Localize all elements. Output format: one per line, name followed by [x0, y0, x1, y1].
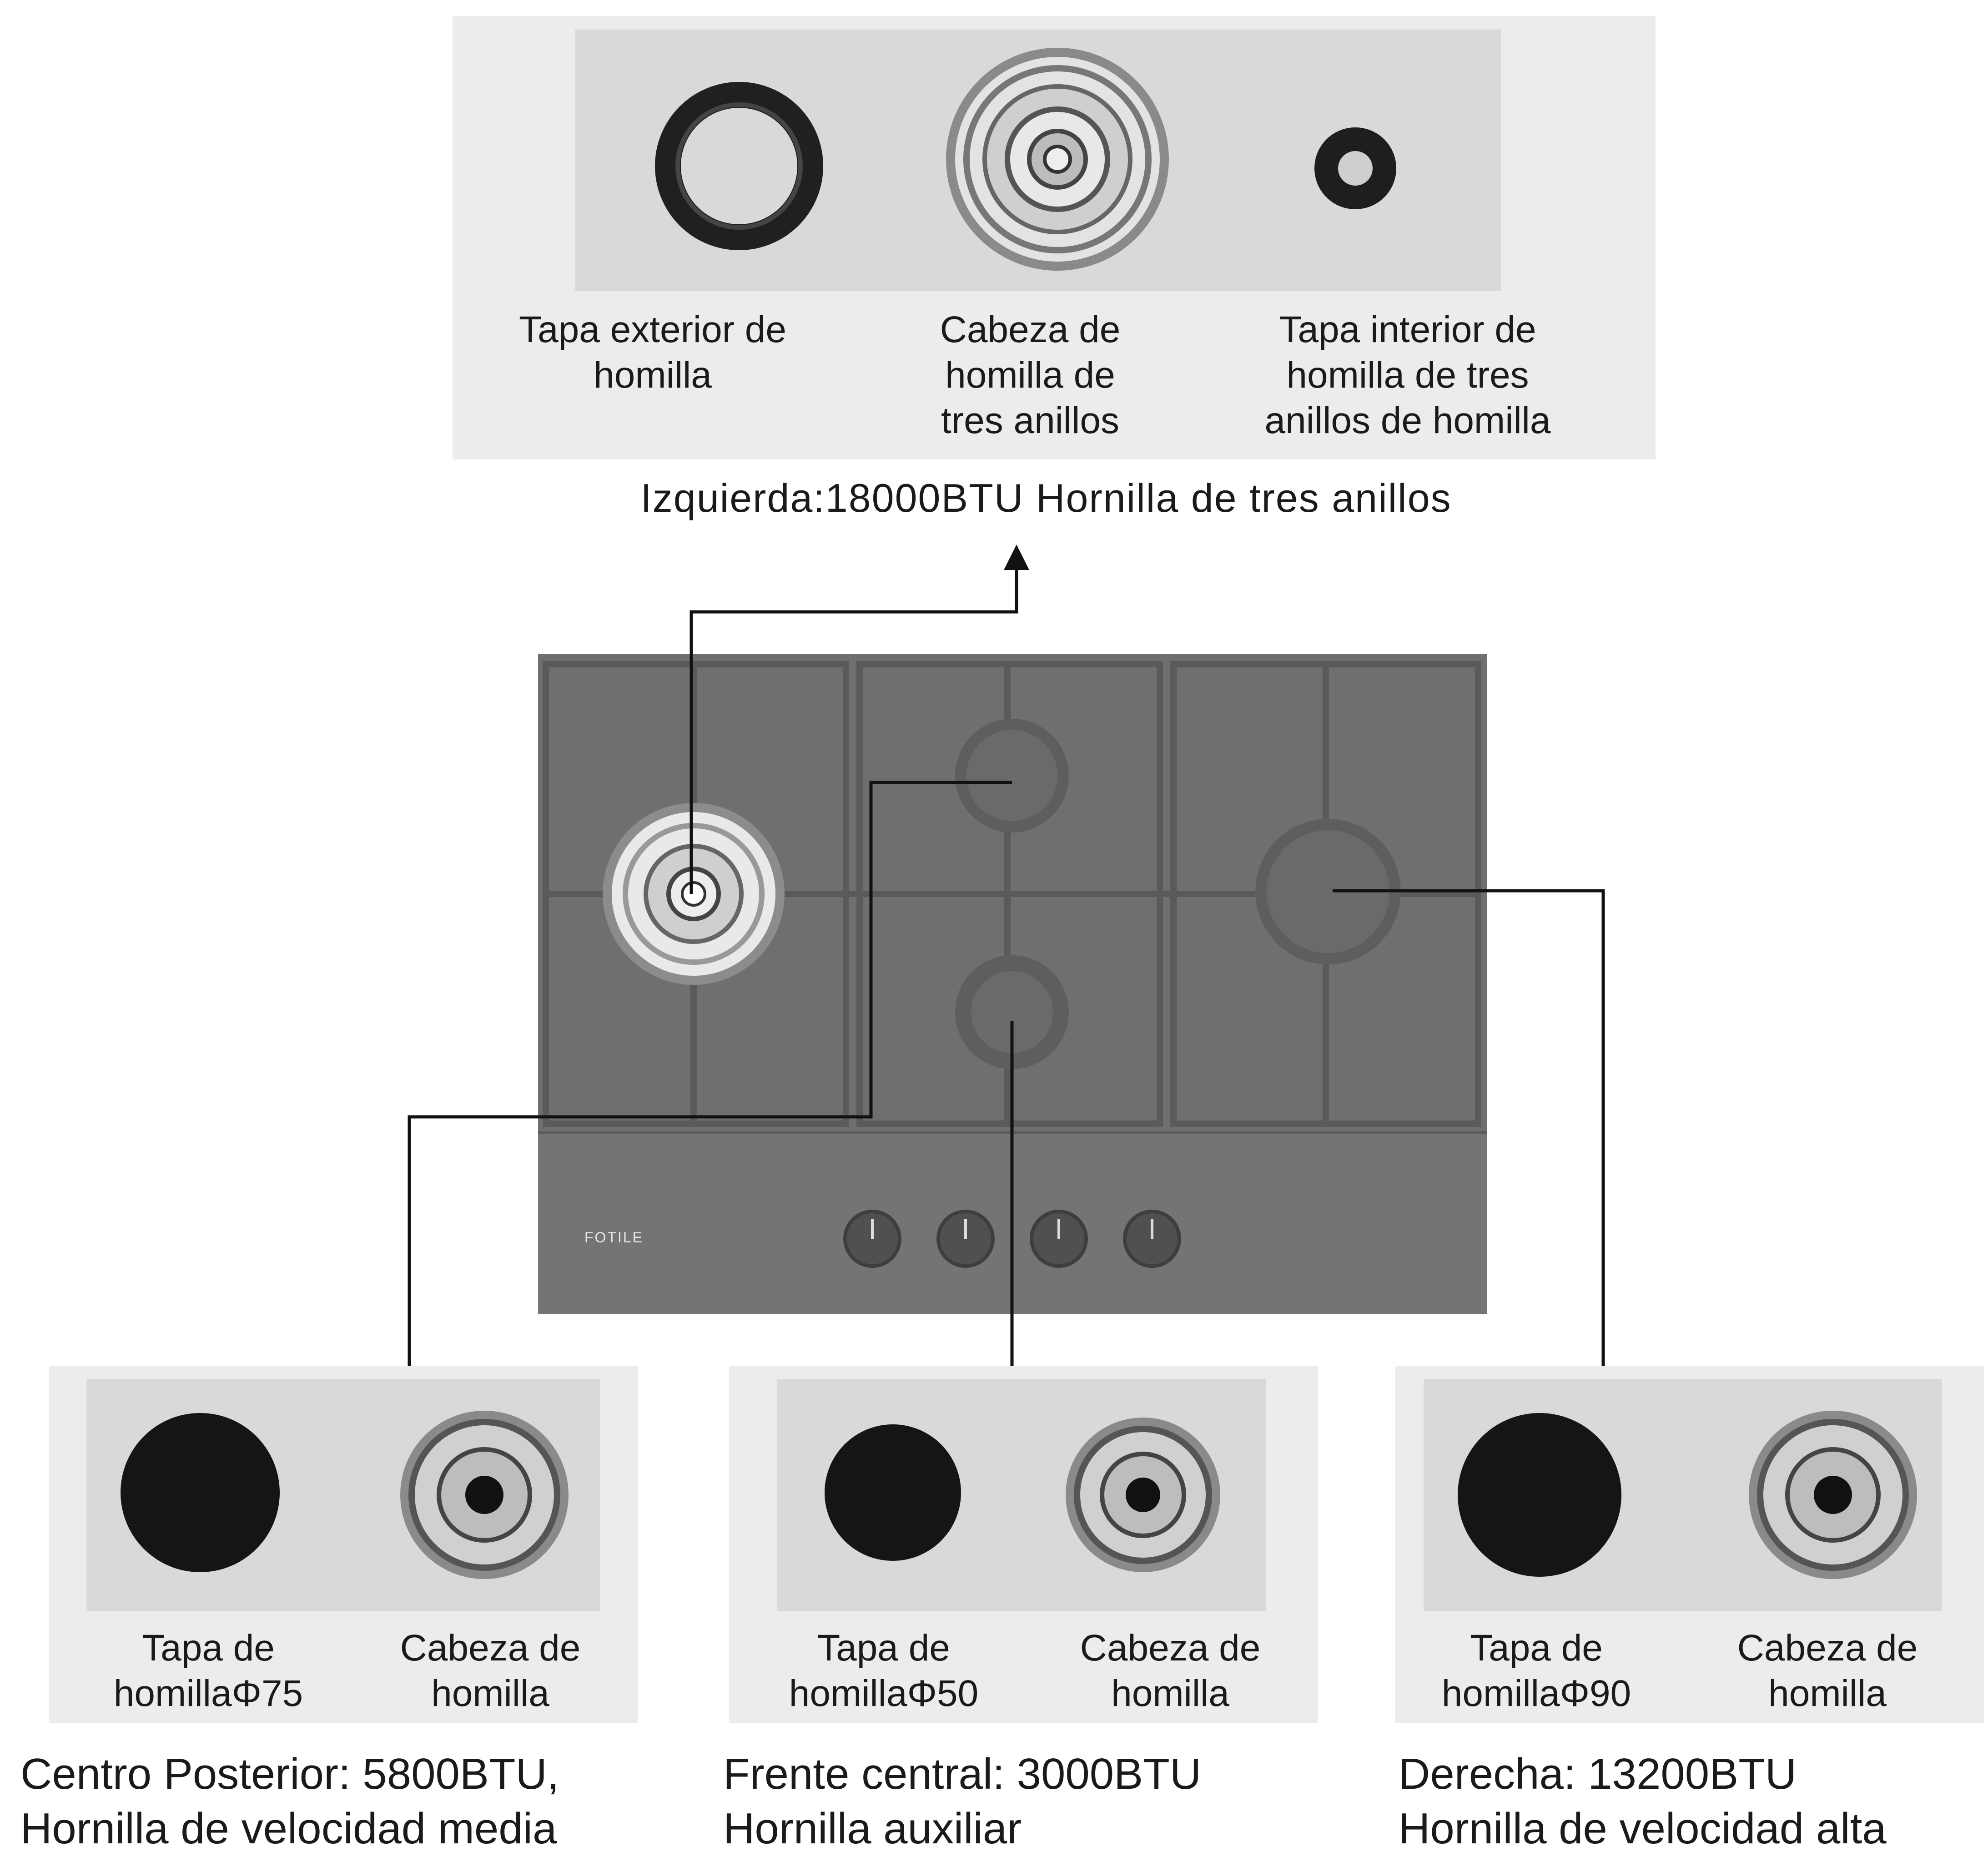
- left-burner-on-hob: [603, 803, 785, 985]
- cap-label-50: Tapa de homillaΦ50: [789, 1627, 979, 1714]
- rear-center-caption: Centro Posterior: 5800BTU, Hornilla de v…: [20, 1750, 559, 1853]
- burner-cap-image: [1458, 1413, 1621, 1577]
- connector-left-burner: [690, 545, 1029, 894]
- head-label-right: Cabeza de homilla: [1737, 1627, 1918, 1714]
- front-center-burner-on-hob: [955, 955, 1069, 1069]
- left-burner-caption: Izquierda:18000BTU Hornilla de tres anil…: [640, 475, 1452, 520]
- connector-rear-center: [397, 781, 1012, 1396]
- right-burner-on-hob: [1255, 819, 1401, 964]
- control-knobs: [843, 1210, 1181, 1268]
- parts-illustration-right: [1458, 1411, 1917, 1579]
- three-ring-burner-head-image: [946, 48, 1169, 271]
- burner-head-image: [400, 1411, 569, 1579]
- photo-rear-center: [86, 1379, 600, 1611]
- panel-rear-center: Tapa de homillaΦ75 Cabeza de homilla: [49, 1366, 638, 1723]
- panel-front-center: Tapa de homillaΦ50 Cabeza de homilla: [729, 1366, 1318, 1723]
- burner-head-image: [1066, 1418, 1220, 1572]
- photo-front-center: [777, 1379, 1266, 1611]
- photo-right: [1424, 1379, 1942, 1611]
- cap-label-75: Tapa de homillaΦ75: [113, 1627, 303, 1714]
- burner-cap-image: [825, 1424, 961, 1561]
- rear-center-burner-on-hob: [955, 719, 1069, 833]
- burner-cap-image: [121, 1413, 280, 1572]
- top-parts-illustration: [655, 48, 1396, 271]
- connector-right-burner: [1333, 889, 1616, 1396]
- front-center-caption: Frente central: 3000BTU Hornilla auxilia…: [723, 1750, 1202, 1853]
- burner-head-label: Cabeza de homilla de tres anillos: [940, 309, 1121, 441]
- top-parts-photo: [575, 30, 1501, 291]
- outer-cap-label: Tapa exterior de homilla: [518, 309, 786, 396]
- top-parts-panel: Tapa exterior de homilla Cabeza de homil…: [453, 16, 1656, 459]
- outer-cap-ring-image: [655, 82, 823, 250]
- panel-right: Tapa de homillaΦ90 Cabeza de homilla: [1395, 1366, 1984, 1723]
- head-label-rear-center: Cabeza de homilla: [400, 1627, 581, 1714]
- brand-logo: FOTILE: [584, 1229, 644, 1246]
- parts-illustration-rear-center: [121, 1411, 569, 1579]
- inner-cap-image: [1314, 127, 1396, 209]
- cap-label-90: Tapa de homillaΦ90: [1441, 1627, 1631, 1714]
- right-caption: Derecha: 13200BTU Hornilla de velocidad …: [1399, 1750, 1887, 1853]
- parts-illustration-front-center: [825, 1418, 1220, 1572]
- burner-head-image: [1749, 1411, 1917, 1579]
- inner-cap-label: Tapa interior de homilla de tres anillos…: [1264, 309, 1551, 441]
- head-label-front-center: Cabeza de homilla: [1080, 1627, 1261, 1714]
